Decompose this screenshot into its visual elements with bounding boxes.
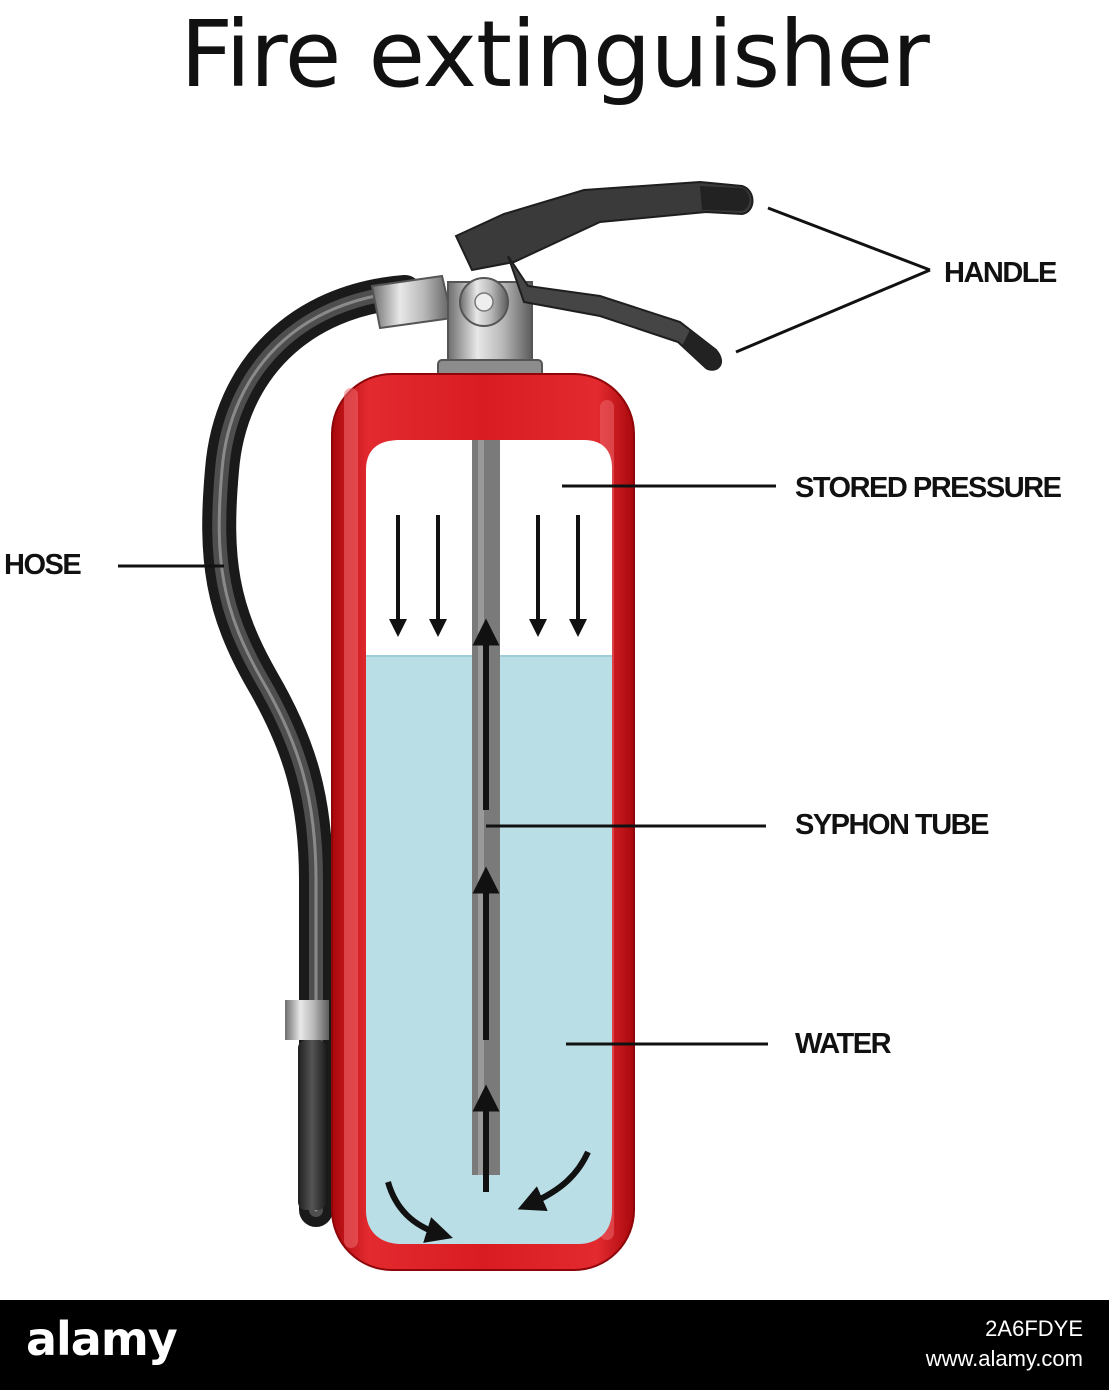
label-stored-pressure: STORED PRESSURE: [795, 472, 1062, 504]
image-id-code: 2A6FDYE: [985, 1316, 1083, 1341]
swirl-arrows: [385, 1150, 591, 1243]
watermark-bar: alamy 2A6FDYE www.alamy.com: [0, 1300, 1109, 1390]
hose-coupling: [370, 274, 454, 330]
pressure-arrows: [389, 515, 587, 637]
image-id-url: www.alamy.com: [925, 1346, 1083, 1371]
watermark-brand: alamy: [26, 1312, 178, 1366]
label-hose: HOSE: [4, 549, 82, 581]
label-handle: HANDLE: [944, 257, 1057, 289]
label-syphon-tube: SYPHON TUBE: [795, 809, 989, 841]
watermark-image-id: 2A6FDYE www.alamy.com: [926, 1314, 1083, 1374]
leader-lines: [118, 206, 931, 1046]
label-water: WATER: [795, 1028, 892, 1060]
hose: [202, 275, 422, 1227]
page-title: Fire extinguisher: [180, 1, 930, 108]
hose-clamp: [285, 1000, 329, 1040]
fire-extinguisher-diagram: [118, 180, 931, 1271]
handle: [454, 180, 754, 371]
